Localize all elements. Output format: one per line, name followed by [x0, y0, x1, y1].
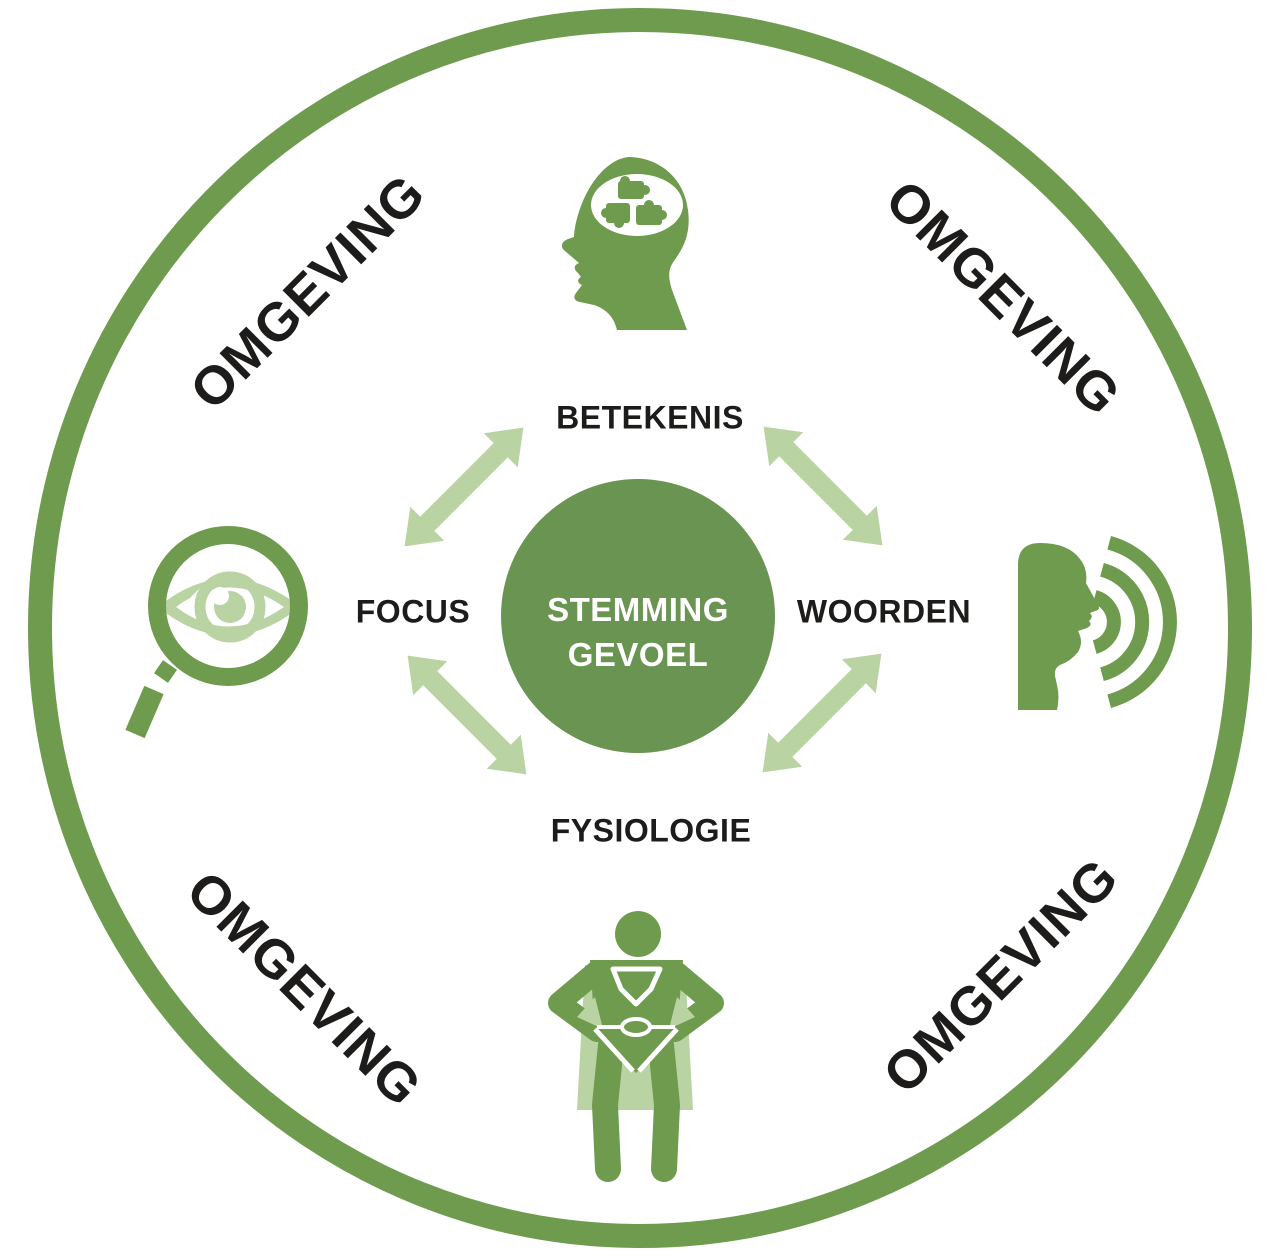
- label-focus: FOCUS: [355, 593, 471, 630]
- magnifier-eye-icon: [125, 526, 308, 739]
- magnifier-collar: [154, 660, 177, 683]
- center-circle: [501, 479, 775, 753]
- superhero-icon: [548, 911, 724, 1182]
- chest-emblem: [610, 966, 663, 1007]
- briefs-gap-left: [593, 1027, 635, 1073]
- briefs: [595, 1029, 677, 1073]
- torso: [590, 960, 683, 1032]
- center-label-line1: STEMMING: [547, 591, 729, 628]
- magnifier-handle: [125, 685, 164, 739]
- puzzle-pieces: [601, 176, 667, 228]
- center-label-line2: GEVOEL: [567, 636, 709, 673]
- eye: [158, 571, 300, 643]
- left-leg: [591, 1032, 624, 1182]
- talking-face: [1018, 543, 1099, 710]
- briefs-gap-right: [637, 1027, 679, 1073]
- talking-head-sound-waves-icon: [1018, 536, 1177, 710]
- arrow-top-right: [746, 409, 900, 563]
- label-fysiologie: FYSIOLOGIE: [550, 812, 752, 849]
- right-arm: [664, 960, 724, 1042]
- label-woorden: WOORDEN: [796, 593, 972, 630]
- hero-head: [615, 911, 661, 957]
- outer-circle: [28, 8, 1252, 1248]
- armpit-gap-left: [577, 997, 603, 1029]
- magnifier-ring: [148, 526, 308, 686]
- center-label: STEMMING GEVOEL: [488, 587, 788, 677]
- label-betekenis: BETEKENIS: [556, 399, 744, 436]
- arrow-top-left: [387, 410, 541, 564]
- head-puzzle-brain-icon: [561, 157, 689, 330]
- sound-waves: [1092, 536, 1177, 708]
- left-arm: [548, 960, 608, 1042]
- right-leg: [648, 1032, 681, 1182]
- armpit-gap-right: [669, 997, 695, 1029]
- belt-buckle: [620, 1017, 652, 1037]
